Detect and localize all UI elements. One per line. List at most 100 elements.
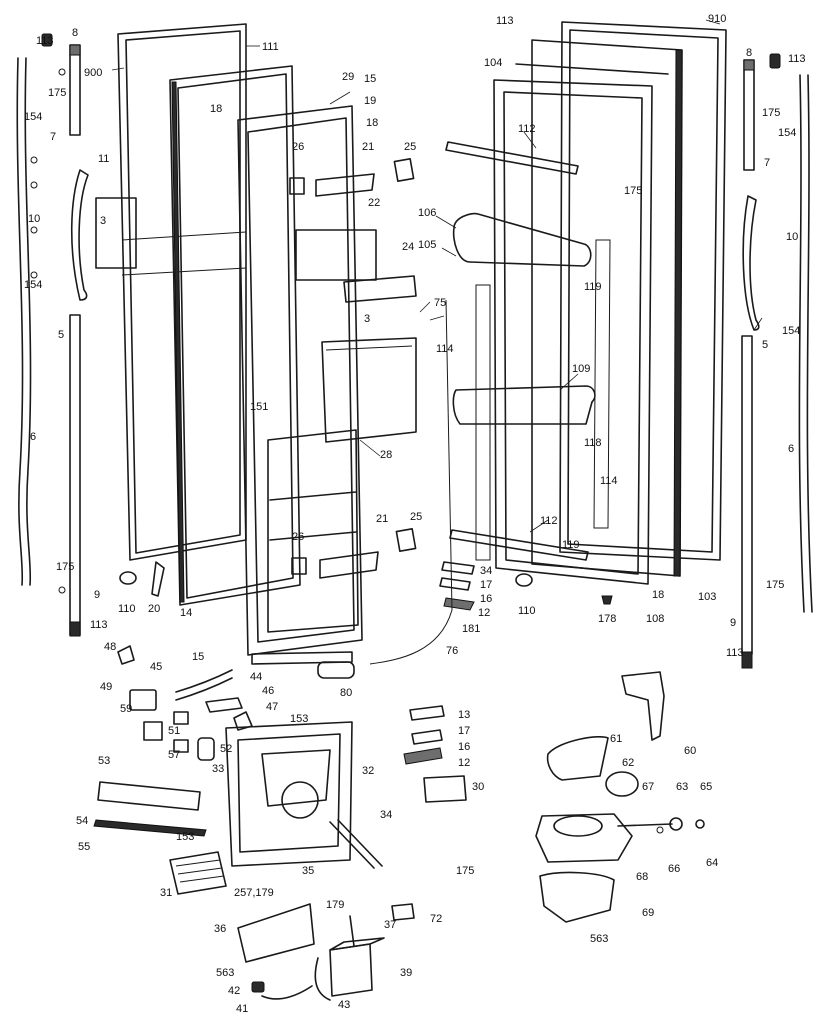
motor-housing-68 xyxy=(535,813,633,863)
callout-20: 20 xyxy=(148,603,160,615)
clip-25-upper xyxy=(393,157,415,183)
callout-30: 30 xyxy=(472,781,484,793)
callout-47: 47 xyxy=(266,701,278,713)
callout-labels: 113 8 900 111 29 15 19 18 26 21 25 22 24… xyxy=(24,13,806,1015)
callout-21-lower: 21 xyxy=(376,513,388,525)
callout-21-upper: 21 xyxy=(362,141,374,153)
callout-63: 63 xyxy=(676,781,688,793)
callout-66: 66 xyxy=(668,863,680,875)
callout-3-left: 3 xyxy=(100,215,106,227)
callout-67: 67 xyxy=(642,781,654,793)
callout-104: 104 xyxy=(484,57,502,69)
callout-15-top: 15 xyxy=(364,73,376,85)
callout-563-left: 563 xyxy=(216,967,234,979)
callout-154-right-lower: 154 xyxy=(782,325,800,337)
callout-69: 69 xyxy=(642,907,654,919)
clip-25-lower xyxy=(395,527,417,553)
callout-175-right: 175 xyxy=(762,107,780,119)
right-handle-lower-bar-9 xyxy=(741,335,753,669)
callout-6-left: 6 xyxy=(30,431,36,443)
callout-61: 61 xyxy=(610,733,622,745)
callout-109: 109 xyxy=(572,363,590,375)
callout-153-lower: 153 xyxy=(176,831,194,843)
callout-29: 29 xyxy=(342,71,354,83)
gasket-strip-55 xyxy=(93,819,207,837)
callout-55: 55 xyxy=(78,841,90,853)
callout-8: 8 xyxy=(72,27,78,39)
callout-42: 42 xyxy=(228,985,240,997)
callout-9-right: 9 xyxy=(730,617,736,629)
shelf-bin-21-upper xyxy=(315,173,375,197)
callout-6-right: 6 xyxy=(788,443,794,455)
callout-26-upper: 26 xyxy=(292,141,304,153)
callout-24: 24 xyxy=(402,241,414,253)
callout-5-right: 5 xyxy=(762,339,768,351)
callout-54: 54 xyxy=(76,815,88,827)
callout-65: 65 xyxy=(700,781,712,793)
callout-113-top-center: 113 xyxy=(496,15,514,27)
callout-45: 45 xyxy=(150,661,162,673)
callout-7-right: 7 xyxy=(764,157,770,169)
callout-154-left-upper: 154 xyxy=(24,111,42,123)
callout-48: 48 xyxy=(104,641,116,653)
left-trim-strip-6 xyxy=(16,57,32,586)
callout-112-upper: 112 xyxy=(518,123,536,135)
callout-22: 22 xyxy=(368,197,380,209)
callout-154-right-upper: 154 xyxy=(778,127,796,139)
fresh-food-door-outer-910 xyxy=(559,21,727,561)
callout-9-left: 9 xyxy=(94,589,100,601)
callout-12: 12 xyxy=(478,607,490,619)
left-handle-lower-bar-9 xyxy=(69,314,81,637)
callout-113: 113 xyxy=(36,35,54,47)
callout-13-center: 13 xyxy=(458,709,470,721)
callout-17: 17 xyxy=(480,579,492,591)
callout-106: 106 xyxy=(418,207,436,219)
shelf-bin-21-lower xyxy=(319,551,379,579)
bracket-60 xyxy=(621,671,665,741)
callout-19: 19 xyxy=(364,95,376,107)
callout-32: 32 xyxy=(362,765,374,777)
base-69 xyxy=(539,871,615,923)
callout-910: 910 xyxy=(708,13,726,25)
callout-43: 43 xyxy=(338,999,350,1011)
bracket-36 xyxy=(237,903,315,963)
freezer-door-gasket-14 xyxy=(169,65,301,606)
callout-35: 35 xyxy=(302,865,314,877)
screws-left xyxy=(30,68,66,594)
callout-25-lower: 25 xyxy=(410,511,422,523)
callout-11: 11 xyxy=(98,153,109,165)
callout-59: 59 xyxy=(120,703,132,715)
callout-151: 151 xyxy=(250,401,268,413)
callout-41: 41 xyxy=(236,1003,248,1015)
callout-7-left: 7 xyxy=(50,131,56,143)
freezer-door-liner xyxy=(237,105,377,656)
harness-44 xyxy=(175,669,233,701)
right-handle-bar-8 xyxy=(743,59,755,171)
callout-26-lower: 26 xyxy=(292,531,304,543)
callout-181: 181 xyxy=(462,623,480,635)
callout-119-lower: 119 xyxy=(562,539,580,551)
callout-76: 76 xyxy=(446,645,458,657)
grille-31 xyxy=(169,851,227,895)
callout-175-left-lower: 175 xyxy=(56,561,74,573)
bracket-26-upper xyxy=(289,177,305,195)
callout-44: 44 xyxy=(250,671,262,683)
callout-62: 62 xyxy=(622,757,634,769)
cap-113-top-right xyxy=(769,53,781,69)
callout-257-179: 257,179 xyxy=(234,887,274,899)
callout-15-lower: 15 xyxy=(192,651,204,663)
callout-112-lower: 112 xyxy=(540,515,558,527)
right-handle-7 xyxy=(742,195,760,331)
callout-75: 75 xyxy=(434,297,446,309)
left-handle-bar-8 xyxy=(69,44,81,136)
callout-175-right-lower: 175 xyxy=(766,579,784,591)
callout-13: 34 xyxy=(480,565,492,577)
callout-28: 28 xyxy=(380,449,392,461)
shaft-parts-63-67 xyxy=(617,817,705,834)
callout-12-center: 12 xyxy=(458,757,470,769)
callout-18-right: 18 xyxy=(652,589,664,601)
callout-18-left: 18 xyxy=(210,103,222,115)
callout-178: 178 xyxy=(598,613,616,625)
callout-72: 72 xyxy=(430,913,442,925)
disc-62 xyxy=(605,771,639,797)
